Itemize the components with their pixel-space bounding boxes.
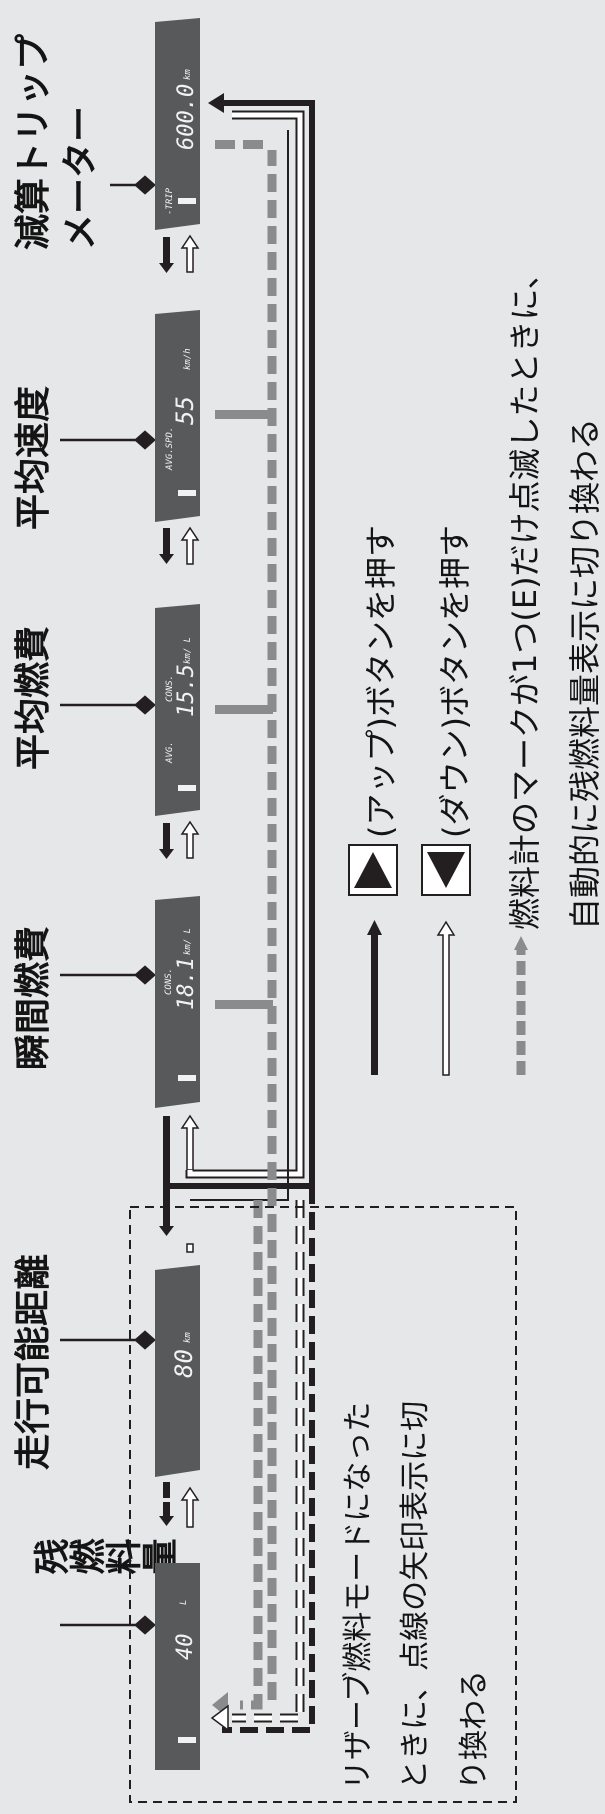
note-line1: リザーブ燃料モードになった	[341, 1402, 376, 1790]
reserve-mode-box	[129, 1206, 517, 1803]
lcd-trip: -TRIP 600.0 km	[155, 18, 200, 230]
speed-label: AVG.SPD.	[165, 427, 175, 471]
label-avg-speed: 平均速度	[13, 386, 54, 530]
instant-value: 18.1	[174, 957, 199, 1010]
legend-auto: 燃料計のマークが1つ(E)だけ点滅したときに、 自動的に残燃料量表示に切り換わる	[506, 257, 604, 1075]
lcd-remaining-fuel: 40 L	[155, 1563, 200, 1770]
note-line2: ときに、点線の矢印表示に切	[398, 1401, 433, 1790]
lcd-avg-fuel: AVG. CONS. 15.5 km/ L	[155, 604, 200, 816]
instant-unit: km/ L	[183, 928, 193, 955]
reserve-loops	[210, 1186, 315, 1733]
trip-value: 600.0	[174, 84, 199, 150]
legend-up: (アップ)ボタンを押す	[348, 525, 400, 1075]
dashed-branches	[215, 140, 273, 1009]
label-trip-line1: 減算トリップ	[13, 34, 54, 250]
legend-down: (ダウン)ボタンを押す	[421, 525, 474, 1076]
instant-label: CONS.	[164, 968, 174, 995]
trip-unit: km	[183, 69, 193, 80]
lcd-avg-speed: AVG.SPD. 55 km/h	[155, 310, 200, 522]
label-trip-line2: メーター	[60, 106, 101, 250]
label-avg-fuel: 平均燃費	[13, 626, 54, 770]
avg-value: 15.5	[174, 664, 199, 717]
speed-unit: km/h	[183, 348, 193, 370]
leader-lines	[60, 175, 156, 1635]
speed-value: 55	[171, 396, 199, 425]
fuel-unit: L	[179, 1600, 189, 1605]
lcd-instant-fuel: CONS. 18.1 km/ L	[155, 896, 200, 1108]
label-instant-fuel: 瞬間燃費	[13, 926, 54, 1070]
range-value: 80	[170, 1349, 198, 1378]
avg-label1: AVG.	[165, 741, 175, 764]
legend-auto-line2: 自動的に残燃料量表示に切り換わる	[566, 418, 604, 930]
trip-label: -TRIP	[165, 187, 175, 215]
legend-up-text: (アップ)ボタンを押す	[362, 525, 400, 838]
avg-unit: km/ L	[183, 637, 193, 664]
reserve-note: リザーブ燃料モードになった ときに、点線の矢印表示に切 り換わる	[341, 1401, 492, 1790]
legend-auto-line1: 燃料計のマークが1つ(E)だけ点滅したときに、	[506, 257, 544, 930]
label-range: 走行可能距離	[13, 1254, 54, 1470]
label-remaining-fuel: 残燃料量	[33, 1539, 177, 1581]
cycle-arrows	[159, 234, 200, 1528]
lcd-range: 80 km	[155, 1265, 200, 1477]
mode-labels: 残燃料量 走行可能距離 瞬間燃費 平均燃費 平均速度 減算トリップ メーター	[13, 34, 177, 1581]
lcd-displays: 40 L 80 km CONS. 18.1 km/ L AVG. CONS. 1…	[155, 18, 200, 1770]
avg-label2: CONS.	[165, 675, 175, 702]
fuel-value: 40	[173, 1634, 198, 1661]
legend: (アップ)ボタンを押す (ダウン)ボタンを押す 燃料計のマークが1つ(E)だけ点…	[348, 257, 604, 1076]
legend-down-text: (ダウン)ボタンを押す	[436, 525, 474, 838]
range-unit: km	[183, 1332, 193, 1343]
note-line3: り換わる	[457, 1670, 492, 1790]
